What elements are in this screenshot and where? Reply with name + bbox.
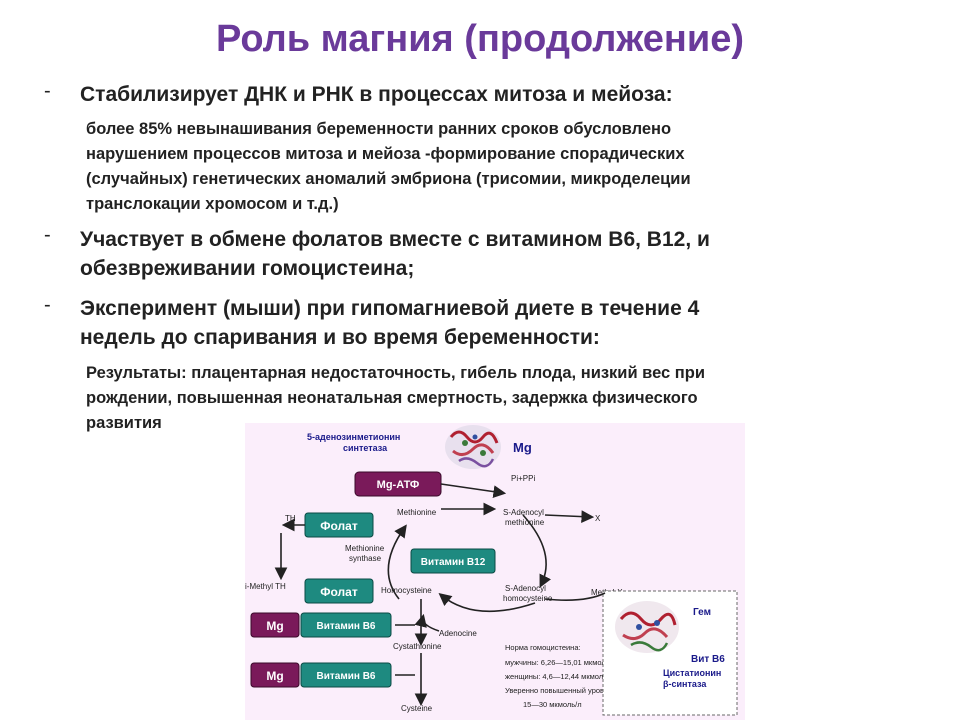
methionine-label: Methionine (397, 508, 437, 517)
vitamin-b6-box-1 (300, 612, 392, 638)
protein-structure-icon-2 (615, 601, 679, 653)
s-adenocyl-methionine-2: methionine (505, 518, 545, 527)
bullet-1-detail: более 85% невынашивания беременности ран… (86, 117, 691, 217)
vitamin-b6-label-1: Витамин В6 (317, 621, 376, 632)
diagram-canvas: 5-аденозинметионин синтетаза Mg Mg-АТФ P… (245, 425, 738, 716)
bullet-dash-2: - (44, 224, 51, 246)
methyl-th4-label: i-Methyl TH (245, 582, 286, 591)
norm-line-1: Норма гомоцистеина: (505, 643, 581, 652)
th4-label: TH (285, 514, 296, 523)
bullet-1-detail-line-2: нарушением процессов митоза и мейоза -фо… (86, 145, 685, 163)
bullet-1-line-1: Стабилизирует ДНК и РНК в процессах мито… (80, 83, 673, 106)
bullet-3-detail-line-3: развития (86, 414, 162, 432)
homocysteine-label: Homocysteine (381, 586, 432, 595)
norm-line-3: женщины: 4,6—12,44 мкмоль/л (505, 672, 614, 681)
mg-atf-label: Mg-АТФ (377, 479, 420, 491)
gem-label: Гем (693, 607, 711, 618)
mg-label-1: Mg (266, 619, 283, 633)
methionine-synthase-2: synthase (349, 554, 382, 563)
bullet-dash-3: - (44, 294, 51, 316)
pathway-arrows (274, 483, 606, 707)
mg-box-1 (250, 612, 300, 638)
mg-box-2 (250, 662, 300, 688)
vitamin-b6-box-2 (300, 662, 392, 688)
cystathionine-label: Cystathionine (393, 642, 442, 651)
norm-line-4: Уверенно повышенный уровень (505, 686, 616, 695)
folat-label-1: Фолат (320, 519, 358, 533)
vitamin-b12-label: Витамин В12 (421, 557, 486, 568)
x-label: X (595, 514, 601, 523)
bullet-2-line-2: обезвреживании гомоцистеина; (80, 257, 415, 280)
vitamin-b6-label-2: Витамин В6 (317, 671, 376, 682)
s-adenocyl-homocysteine-1: S-Adenocyl (505, 584, 546, 593)
bullet-dash-1: - (44, 80, 51, 102)
homocysteine-cycle-diagram: 5-аденозинметионин синтетаза Mg Mg-АТФ P… (245, 423, 745, 720)
mg-label-top: Mg (513, 440, 532, 455)
page-title: Роль магния (продолжение) (215, 18, 745, 60)
bullet-3-detail: Результаты: плацентарная недостаточность… (86, 361, 705, 436)
vit-b6-label: Вит В6 (691, 654, 725, 665)
bullet-1-detail-line-4: транслокации хромосом и т.д.) (86, 195, 339, 213)
s-adenocyl-homocysteine-2: homocysteine (503, 594, 553, 603)
bullet-1-detail-line-3: (случайных) генетических аномалий эмбрио… (86, 170, 691, 188)
bullet-2-line-1: Участвует в обмене фолатов вместе с вита… (80, 228, 710, 251)
enzyme-top-label-1: 5-аденозинметионин (307, 432, 400, 442)
bullet-3-detail-line-1: Результаты: плацентарная недостаточность… (86, 364, 705, 382)
folat-box-2 (304, 578, 374, 604)
norm-line-2: мужчины: 6,26—15,01 мкмоль/л (505, 658, 616, 667)
adenocine-label: Adenocine (439, 629, 477, 638)
bullet-3-line-1: Эксперимент (мыши) при гипомагниевой дие… (80, 297, 700, 320)
bullet-2-text: Участвует в обмене фолатов вместе с вита… (80, 225, 710, 283)
vitamin-b12-box (410, 548, 496, 574)
protein-structure-icon (445, 425, 501, 469)
cysteine-label: Cysteine (401, 704, 433, 713)
folat-label-2: Фолат (320, 585, 358, 599)
enzyme-top-label-2: синтетаза (343, 443, 388, 453)
bullet-3-detail-line-2: рождении, повышенная неонатальная смертн… (86, 389, 698, 407)
bullet-3-line-2: недель до спаривания и во время беременн… (80, 326, 600, 349)
mg-label-2: Mg (266, 669, 283, 683)
s-adenocyl-methionine-1: S-Adenocyl (503, 508, 544, 517)
bullet-1-text: Стабилизирует ДНК и РНК в процессах мито… (80, 80, 673, 109)
norm-line-5: 15—30 мкмоль/л (523, 700, 582, 709)
cystathionine-synthase-1: Цистатионин (663, 668, 721, 678)
cystathionine-synthase-2: β-синтаза (663, 679, 707, 689)
bullet-3-text: Эксперимент (мыши) при гипомагниевой дие… (80, 294, 699, 352)
pi-ppi-label: Pi+PPi (511, 474, 535, 483)
methionine-synthase-1: Methionine (345, 544, 385, 553)
bullet-1-detail-line-1: более 85% невынашивания беременности ран… (86, 120, 672, 138)
